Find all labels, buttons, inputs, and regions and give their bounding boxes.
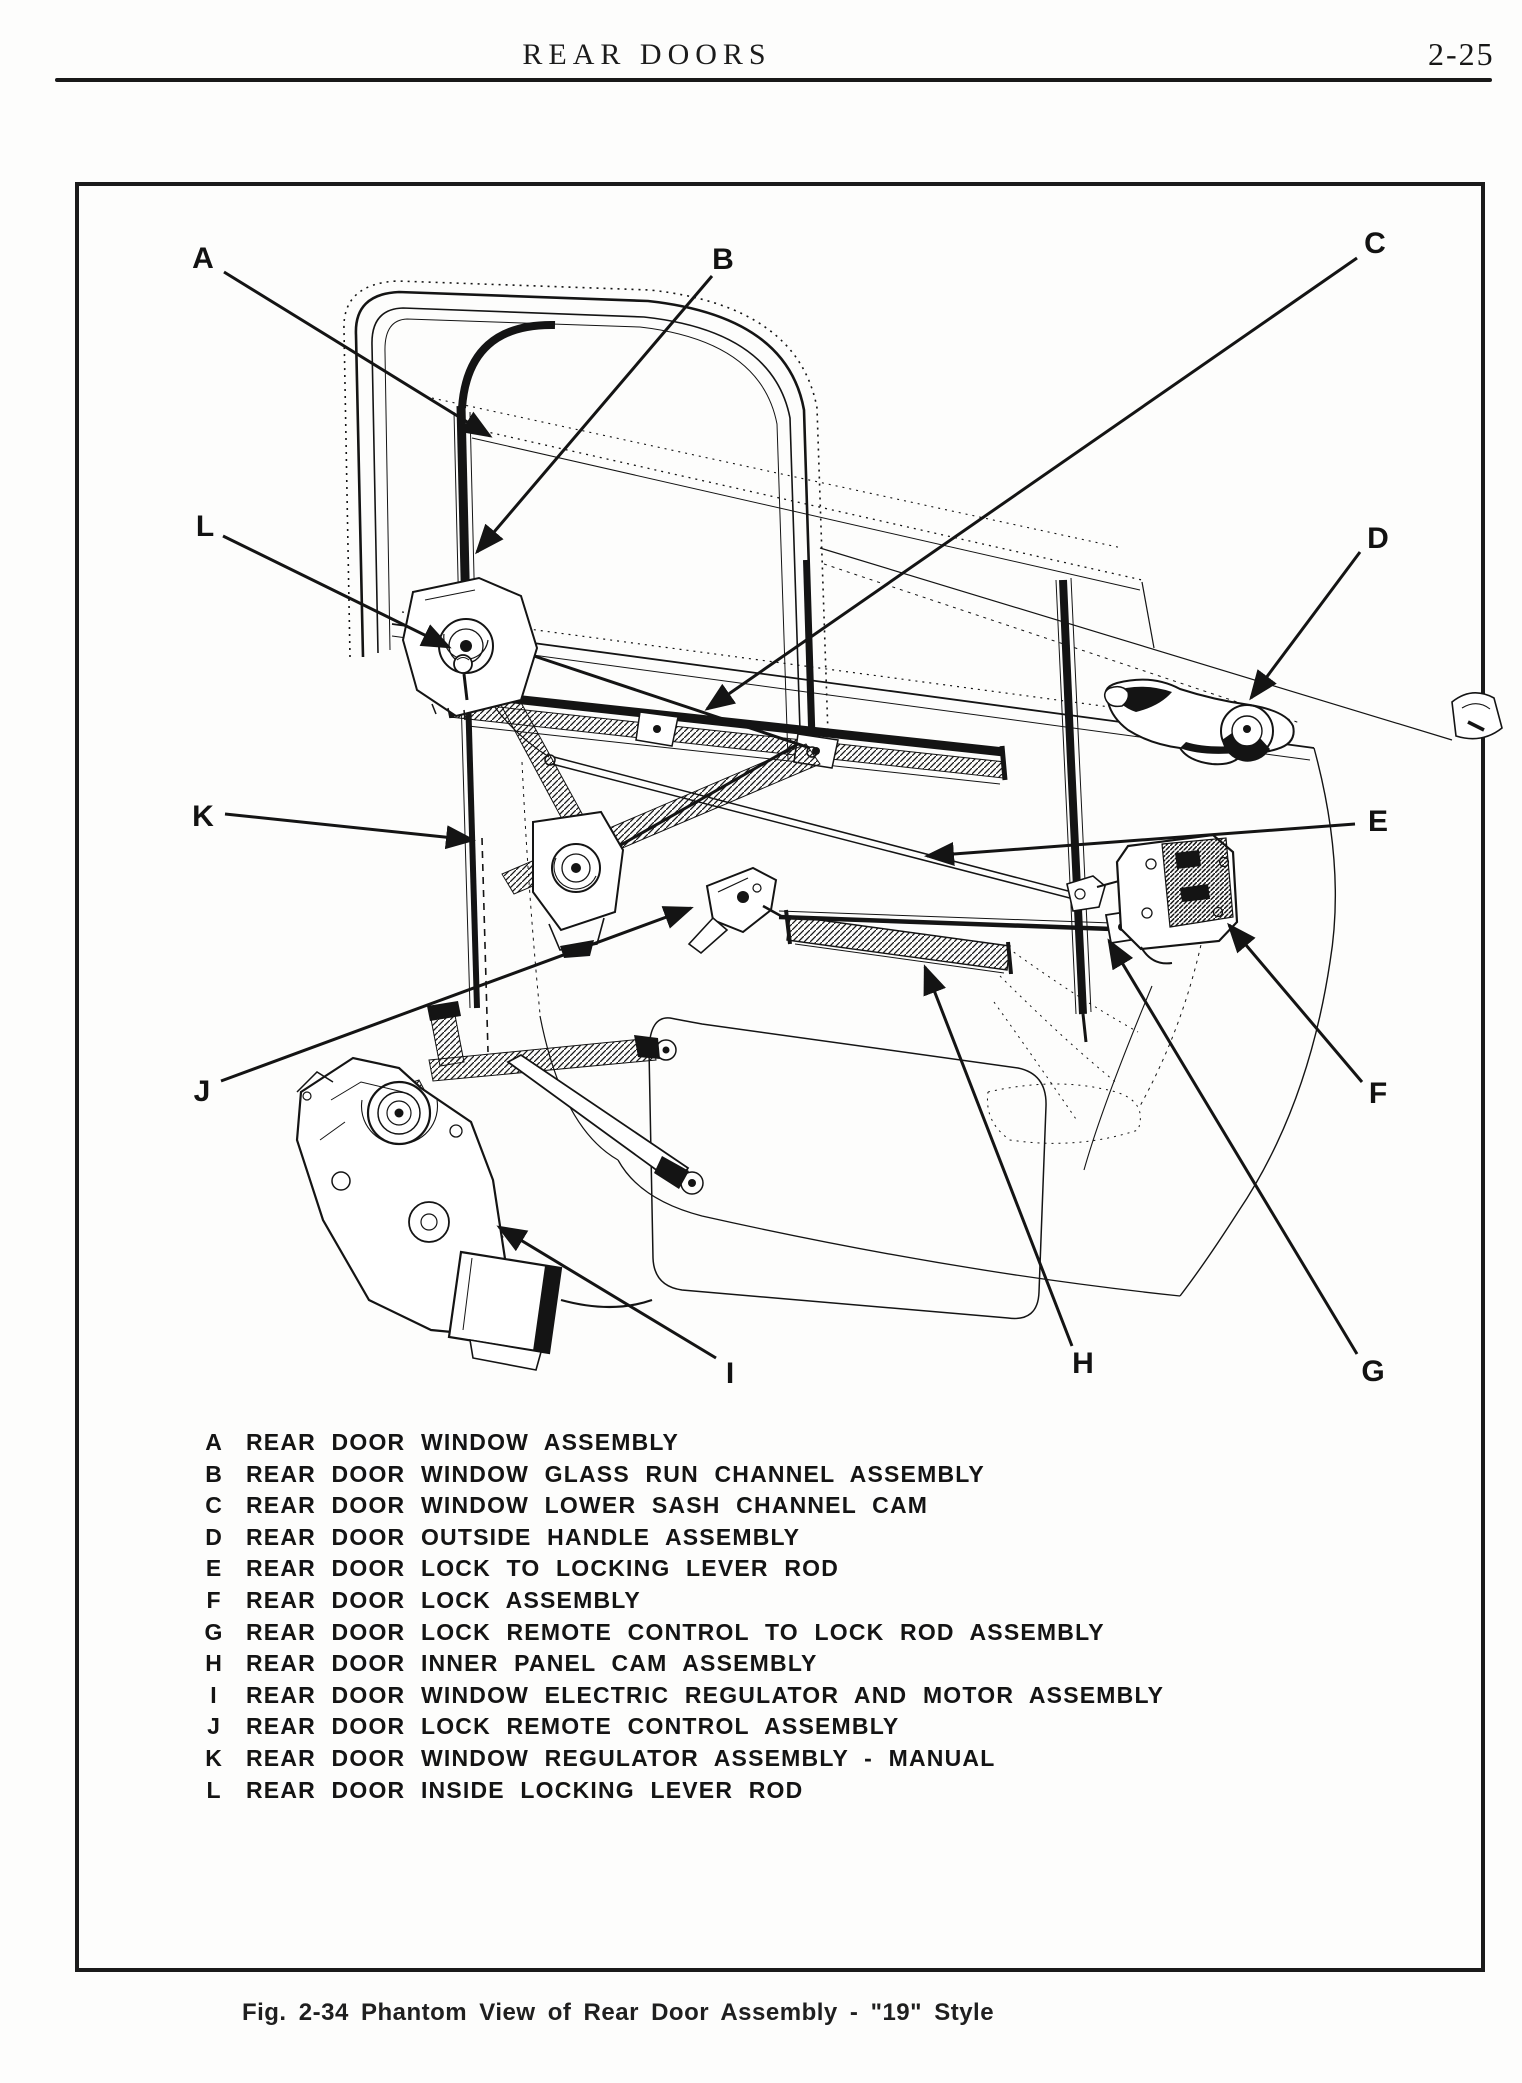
legend-letter: C xyxy=(205,1492,223,1518)
electric-regulator-motor xyxy=(295,1001,704,1371)
rear-run-channel xyxy=(1055,577,1092,1043)
legend-item-text: REAR DOOR WINDOW GLASS RUN CHANNEL ASSEM… xyxy=(246,1461,985,1487)
callout-letter-j: J xyxy=(194,1075,211,1108)
legend-item-text: REAR DOOR INNER PANEL CAM ASSEMBLY xyxy=(246,1650,818,1676)
callout-letter-h: H xyxy=(1072,1347,1094,1380)
legend-letter: K xyxy=(205,1745,223,1771)
figure-caption: Fig. 2-34 Phantom View of Rear Door Asse… xyxy=(241,1999,995,2026)
callout-letter-e: E xyxy=(1368,805,1388,838)
legend-item-text: REAR DOOR WINDOW REGULATOR ASSEMBLY - MA… xyxy=(246,1745,996,1771)
legend-item-text: REAR DOOR INSIDE LOCKING LEVER ROD xyxy=(246,1777,804,1803)
leader-e xyxy=(924,822,1356,866)
door-lock-assembly xyxy=(1066,833,1239,965)
callout-letters: A B C D E F G H I J K L xyxy=(192,227,1389,1390)
callout-letter-k: K xyxy=(192,800,214,833)
leader-d xyxy=(1249,551,1362,701)
callout-letter-b: B xyxy=(712,243,734,276)
legend-letter: I xyxy=(210,1682,218,1708)
legend-letter: H xyxy=(205,1650,223,1676)
outside-handle xyxy=(1103,678,1295,766)
legend-letter: E xyxy=(205,1555,223,1581)
legend-letter: A xyxy=(205,1429,223,1455)
page-number: 2-25 xyxy=(1428,36,1495,72)
callout-letter-i: I xyxy=(726,1357,734,1390)
legend-letter: J xyxy=(207,1713,221,1739)
legend-item-text: REAR DOOR WINDOW ELECTRIC REGULATOR AND … xyxy=(246,1682,1165,1708)
legend-letter: F xyxy=(206,1587,222,1613)
legend-letter: B xyxy=(205,1461,223,1487)
leader-i xyxy=(496,1225,717,1360)
legend-item-text: REAR DOOR LOCK TO LOCKING LEVER ROD xyxy=(246,1555,840,1581)
callout-letter-c: C xyxy=(1364,227,1386,260)
callout-letter-d: D xyxy=(1367,522,1389,555)
leader-c xyxy=(704,256,1358,711)
leader-k xyxy=(224,812,476,850)
inner-panel-cam xyxy=(784,909,1013,975)
legend-letter: D xyxy=(205,1524,223,1550)
legend-item-text: REAR DOOR WINDOW ASSEMBLY xyxy=(246,1429,680,1455)
leader-l xyxy=(222,534,452,649)
leader-g xyxy=(1107,938,1359,1355)
glass-assembly xyxy=(431,397,1155,785)
legend-item-text: REAR DOOR LOCK REMOTE CONTROL TO LOCK RO… xyxy=(246,1619,1105,1645)
leader-h xyxy=(923,964,1074,1347)
leader-j xyxy=(220,906,694,1083)
header-rule xyxy=(55,78,1492,82)
page-header-title: REAR DOORS xyxy=(522,38,772,71)
legend-letter: L xyxy=(206,1777,222,1803)
callout-letter-l: L xyxy=(196,510,214,543)
callout-letter-f: F xyxy=(1369,1077,1387,1110)
legend-item-text: REAR DOOR WINDOW LOWER SASH CHANNEL CAM xyxy=(246,1492,929,1518)
leader-a xyxy=(223,270,493,438)
legend-item-text: REAR DOOR LOCK ASSEMBLY xyxy=(246,1587,641,1613)
callout-letter-a: A xyxy=(192,242,214,275)
legend-item-text: REAR DOOR LOCK REMOTE CONTROL ASSEMBLY xyxy=(246,1713,900,1739)
legend-item-text: REAR DOOR OUTSIDE HANDLE ASSEMBLY xyxy=(246,1524,801,1550)
legend-letter: G xyxy=(204,1619,224,1645)
lock-remote-control xyxy=(687,866,782,955)
figure-border-box xyxy=(75,182,1485,1972)
manual-regulator xyxy=(401,576,821,958)
callout-letter-g: G xyxy=(1361,1355,1384,1388)
leader-f xyxy=(1227,922,1364,1083)
leader-lines xyxy=(220,256,1364,1360)
leader-b xyxy=(475,275,714,555)
